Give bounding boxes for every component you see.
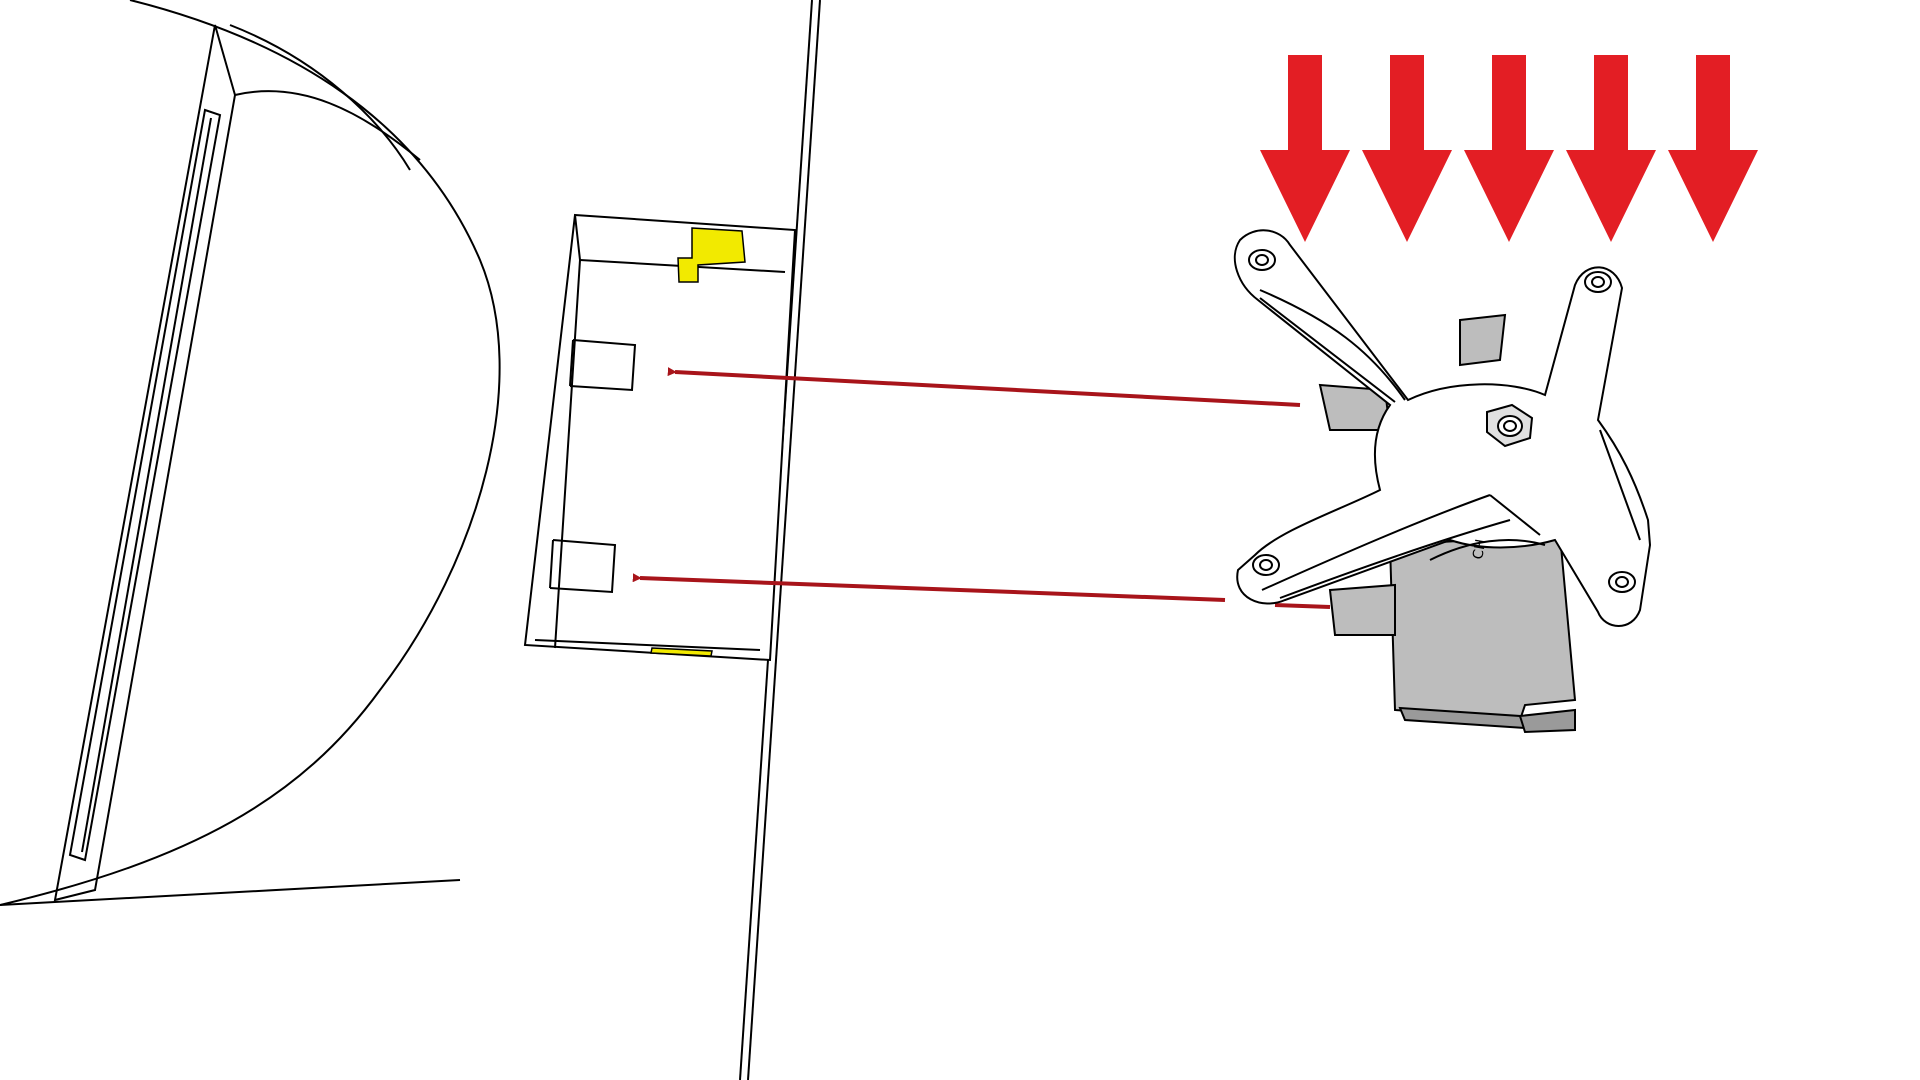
press-arrow <box>1362 55 1452 242</box>
lower-slot <box>549 539 617 594</box>
vesa-cross-plate <box>1233 229 1652 627</box>
guide-arrow-lower <box>632 573 1226 602</box>
press-arrow <box>1668 55 1758 242</box>
latch-clip <box>650 227 746 657</box>
press-arrow <box>1260 55 1350 242</box>
corner-hole-top-right <box>1584 271 1612 293</box>
press-arrow <box>1566 55 1656 242</box>
mount-bracket <box>1318 313 1577 734</box>
guide-arrow-upper <box>667 367 1301 407</box>
press-arrows-group <box>1260 55 1758 242</box>
monitor-stand-base <box>0 0 501 906</box>
plate-marking: CH <box>1470 538 1489 561</box>
press-arrow <box>1464 55 1554 242</box>
corner-hole-top-left <box>1248 249 1276 271</box>
mount-recess <box>523 213 797 662</box>
guide-arrow-lower-tail <box>1274 603 1331 609</box>
corner-hole-bottom-right <box>1608 571 1636 593</box>
upper-slot <box>569 339 637 392</box>
center-nut <box>1486 403 1534 448</box>
corner-hole-bottom-left <box>1252 554 1280 576</box>
guide-arrows <box>632 367 1331 609</box>
